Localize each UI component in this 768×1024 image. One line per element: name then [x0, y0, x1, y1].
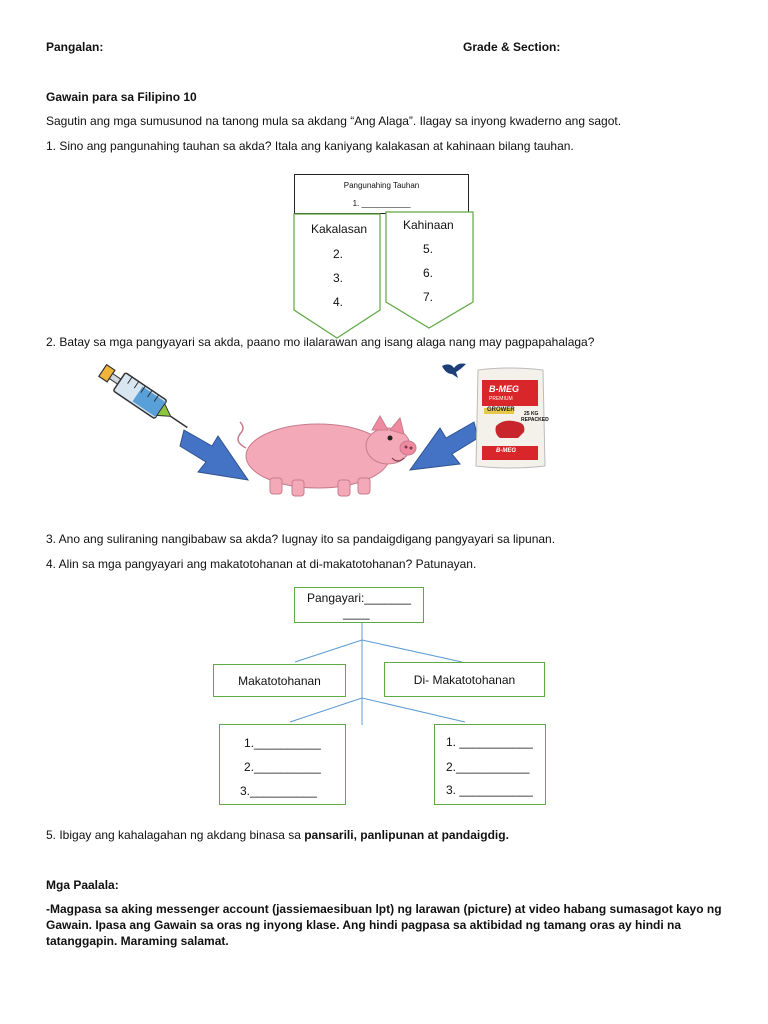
question-2: 2. Batay sa mga pangyayari sa akda, paan… — [46, 335, 595, 349]
feed-bag-bottom-brand: B-MEG — [496, 448, 516, 454]
arrow-left-icon — [408, 421, 479, 471]
question-3: 3. Ano ang suliraning nangibabaw sa akda… — [46, 532, 556, 546]
factual-title: Makatotohanan — [238, 674, 321, 688]
reminder-line: -Magpasa sa aking messenger account (jas… — [46, 902, 722, 916]
weakness-item: 6. — [423, 266, 434, 280]
weaknesses-title: Kahinaan — [403, 218, 454, 232]
syringe-icon — [97, 363, 188, 429]
feed-bag-product: GROWER — [487, 407, 515, 413]
feed-bag-brand: B-MEG — [489, 384, 519, 394]
pentagon-arrows — [293, 211, 474, 339]
non-factual-item: 1. ___________ — [446, 735, 533, 749]
event-label-continued: ____ — [343, 606, 370, 620]
factual-item: 1.__________ — [244, 736, 321, 750]
main-character-title: Pangunahing Tauhan — [343, 181, 420, 190]
grade-section-label: Grade & Section: — [463, 40, 561, 54]
reminder-line: Gawain. Ipasa ang Gawain sa oras ng inyo… — [46, 918, 682, 932]
feed-bag-grade: PREMIUM — [489, 396, 513, 402]
factual-list-box: 1.__________ 2.__________ 3.__________ — [219, 724, 346, 805]
non-factual-item: 3. ___________ — [446, 783, 533, 797]
factual-item: 2.__________ — [244, 760, 321, 774]
weakness-pentagon — [385, 211, 474, 329]
question-1: 1. Sino ang pangunahing tauhan sa akda? … — [46, 139, 574, 153]
instruction-text: Sagutin ang mga sumusunod na tanong mula… — [46, 114, 622, 128]
feed-bag-weight: 25 KG — [524, 411, 539, 417]
strength-item: 2. — [333, 247, 344, 261]
question-5-emphasis: pansarili, panlipunan at pandaigdig. — [304, 828, 509, 842]
weakness-item: 7. — [423, 290, 434, 304]
connector-lines — [289, 622, 466, 725]
question-4: 4. Alin sa mga pangyayari ang makatotoha… — [46, 557, 477, 571]
factual-item: 3.__________ — [240, 784, 317, 798]
factual-box: Makatotohanan — [213, 664, 346, 697]
non-factual-list-box: 1. ___________ 2.___________ 3. ________… — [434, 724, 546, 805]
strength-item: 4. — [333, 295, 344, 309]
feed-bag: B-MEG PREMIUM GROWER 25 KG REPACKED B-ME… — [474, 366, 549, 471]
strength-item: 3. — [333, 271, 344, 285]
main-character-box: Pangunahing Tauhan 1. ___________ — [294, 174, 469, 214]
non-factual-box: Di- Makatotohanan — [384, 662, 545, 697]
event-box: Pangayari:_______ ____ — [294, 587, 424, 623]
pig-icon — [237, 414, 417, 497]
strengths-title: Kakalasan — [311, 222, 368, 236]
non-factual-item: 2.___________ — [446, 760, 530, 774]
feed-bag-repacked: REPACKED — [521, 417, 549, 423]
page-title: Gawain para sa Filipino 10 — [46, 90, 197, 104]
reminder-line: tatanggapin. Maraming salamat. — [46, 934, 229, 948]
question-5-text: 5. Ibigay ang kahalagahan ng akdang bina… — [46, 828, 305, 842]
question-5: 5. Ibigay ang kahalagahan ng akdang bina… — [46, 828, 509, 842]
non-factual-title: Di- Makatotohanan — [413, 673, 516, 687]
name-label: Pangalan: — [46, 40, 104, 54]
feed-bag-shape — [475, 367, 546, 469]
eagle-logo-icon — [442, 363, 466, 378]
main-character-line: 1. ___________ — [352, 199, 411, 208]
event-label: Pangayari:_______ — [307, 591, 412, 605]
reminders-title: Mga Paalala: — [46, 878, 119, 892]
weakness-item: 5. — [423, 242, 434, 256]
strength-pentagon — [293, 213, 381, 339]
arrow-right-icon — [179, 429, 250, 481]
